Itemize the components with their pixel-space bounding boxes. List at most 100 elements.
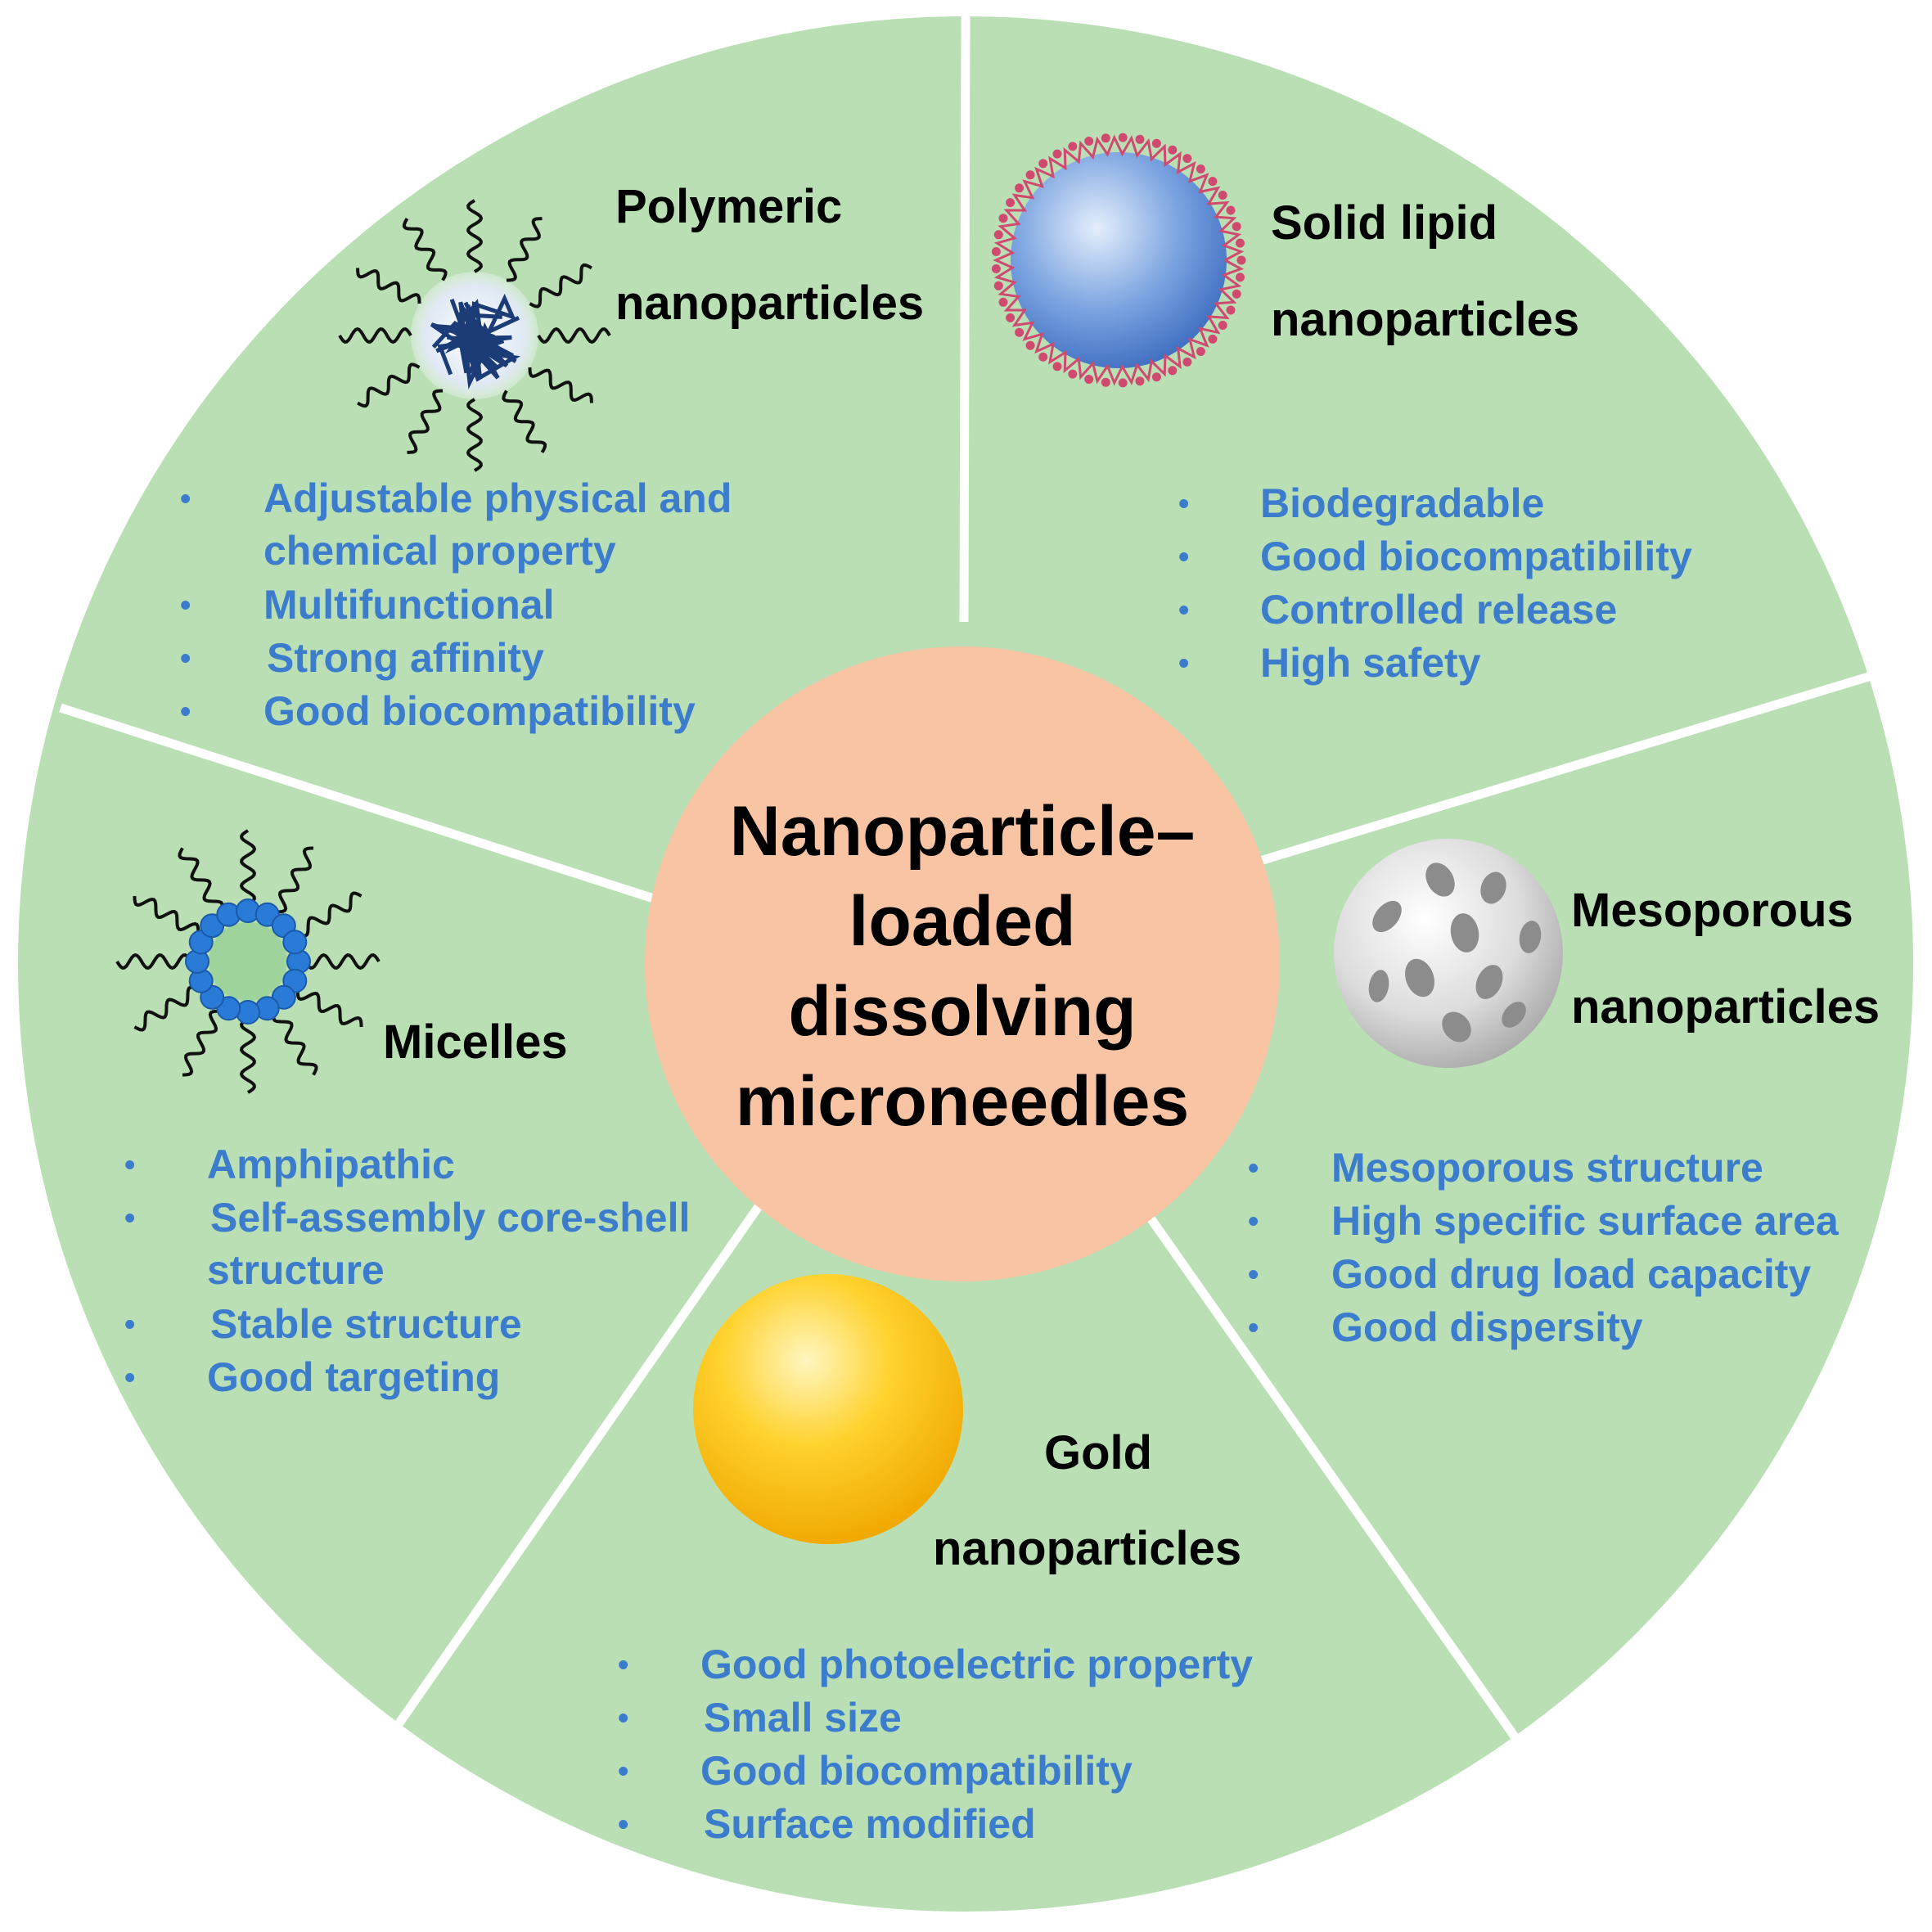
lipid-head-dot	[991, 247, 1001, 256]
lipid-head-dot	[1196, 347, 1205, 356]
feature-item: Good biocompatibility	[263, 688, 696, 734]
section-title-line: Gold	[1044, 1426, 1152, 1479]
feature-item: Multifunctional	[263, 582, 555, 628]
polymer-chain-tail	[529, 263, 592, 308]
section-micelles: Micelles • Amphipathic • Self-assembly c…	[124, 1016, 690, 1400]
micelle-tail	[272, 1010, 318, 1076]
lipid-head-dot	[1236, 255, 1246, 265]
lipid-shell-zigzag	[993, 134, 1245, 386]
feature-item-continued: structure	[207, 1247, 385, 1293]
micelle-head-bead	[282, 930, 308, 955]
polymer-chain-tail	[537, 327, 611, 345]
bullet-marker: •	[1248, 1205, 1259, 1239]
lipid-head-dot	[1025, 340, 1035, 350]
lipid-head-dot	[1182, 357, 1192, 367]
section-title-line: nanoparticles	[615, 277, 924, 330]
lipid-head-dot	[1135, 376, 1145, 386]
feature-item: High specific surface area	[1331, 1198, 1840, 1244]
bullet-marker: •	[124, 1148, 135, 1182]
feature-item: Adjustable physical and	[263, 475, 732, 521]
lipid-head-dot	[1052, 362, 1062, 372]
lipid-head-dot	[1168, 145, 1178, 155]
lipid-head-dot	[1236, 238, 1245, 248]
lipid-head-dot	[993, 230, 1003, 240]
feature-list: • Adjustable physical and chemical prope…	[180, 475, 732, 734]
bullet-marker: •	[124, 1361, 135, 1395]
micelle-tail	[295, 989, 363, 1028]
lipid-head-dot	[1226, 305, 1236, 315]
polymer-chain-tail	[357, 363, 421, 408]
feature-list: • Amphipathic • Self-assembly core-shell…	[124, 1142, 690, 1400]
lipid-head-dot	[1218, 191, 1227, 200]
feature-item: Mesoporous structure	[1331, 1145, 1763, 1191]
lipid-head-dot	[1025, 170, 1035, 180]
feature-item: Good dispersity	[1331, 1304, 1643, 1350]
feature-item: Good biocompatibility	[700, 1748, 1133, 1794]
lipid-head-dot	[1015, 183, 1025, 193]
feature-item: Biodegradable	[1260, 480, 1544, 526]
center-title-line-4: microneedles	[736, 1062, 1189, 1141]
section-title-line: Micelles	[383, 1016, 568, 1069]
section-title-line: Solid lipid	[1271, 196, 1497, 250]
center-title-line-1: Nanoparticle–	[730, 792, 1196, 871]
bullet-marker: •	[124, 1201, 135, 1236]
section-title-line: nanoparticles	[1271, 293, 1579, 346]
bullet-marker: •	[180, 642, 191, 676]
section-gold: Gold nanoparticles • Good photoelectric …	[618, 1426, 1253, 1847]
lipid-head-dot	[1084, 375, 1094, 384]
feature-item: Good targeting	[207, 1354, 500, 1400]
lipid-head-dot	[1151, 138, 1161, 148]
gold-nanoparticle-icon	[693, 1274, 963, 1544]
bullet-marker: •	[618, 1701, 628, 1736]
polymer-chain-tail	[528, 367, 593, 403]
lipid-head-dot	[1232, 222, 1241, 232]
lipid-head-dot	[1038, 352, 1048, 362]
lipid-head-dot	[991, 264, 1001, 273]
polymer-chain-tail	[356, 268, 421, 304]
bullet-marker: •	[1178, 593, 1189, 628]
micelle-tail	[239, 829, 257, 906]
feature-item: Controlled release	[1260, 587, 1617, 633]
divider-right	[1259, 668, 1884, 866]
feature-item: Good biocompatibility	[1260, 534, 1692, 579]
feature-item: High safety	[1260, 640, 1481, 686]
bullet-marker: •	[618, 1648, 628, 1682]
polymer-chain-tail	[506, 217, 543, 282]
lipid-head-dot	[1101, 377, 1110, 387]
micelle-tail	[276, 846, 314, 914]
feature-item: Strong affinity	[267, 635, 544, 681]
lipid-head-dot	[998, 214, 1008, 223]
section-title-line: Mesoporous	[1571, 884, 1853, 937]
micelle-tail	[296, 891, 363, 938]
lipid-head-dot	[1038, 159, 1048, 169]
section-title-line: nanoparticles	[1571, 980, 1880, 1034]
section-title-line: nanoparticles	[933, 1522, 1241, 1575]
lipid-head-dot	[1236, 272, 1245, 282]
lipid-head-dot	[1052, 149, 1062, 159]
micelle-tail	[304, 952, 381, 971]
bullet-marker: •	[1178, 646, 1189, 681]
feature-item: Surface modified	[704, 1801, 1036, 1847]
polymer-chain-tail	[338, 327, 412, 345]
lipid-head-dot	[1118, 378, 1128, 388]
section-solid-lipid: Solid lipid nanoparticles • Biodegradabl…	[1178, 196, 1692, 686]
micelle-tail	[133, 895, 200, 934]
bullet-marker: •	[1248, 1151, 1259, 1186]
lipid-head-dot	[1168, 366, 1178, 376]
polymer-chain-tail	[407, 389, 444, 454]
center-title: Nanoparticle– loaded dissolving micronee…	[730, 792, 1196, 1141]
lipid-head-dot	[1226, 205, 1236, 215]
micelle-tail	[239, 1017, 257, 1094]
bullet-marker: •	[180, 588, 191, 623]
micelle-tail	[115, 952, 192, 971]
section-mesoporous: Mesoporous nanoparticles • Mesoporous st…	[1248, 884, 1880, 1350]
lipid-head-dot	[1218, 321, 1227, 330]
polymeric-nanoparticle-icon	[338, 199, 611, 472]
bullet-marker: •	[1248, 1311, 1259, 1345]
feature-list: • Biodegradable • Good biocompatibility …	[1178, 480, 1692, 686]
divider-left	[59, 703, 660, 905]
lipid-head-dot	[1006, 313, 1016, 322]
lipid-head-dot	[1084, 137, 1094, 146]
feature-item: Good photoelectric property	[700, 1642, 1253, 1687]
